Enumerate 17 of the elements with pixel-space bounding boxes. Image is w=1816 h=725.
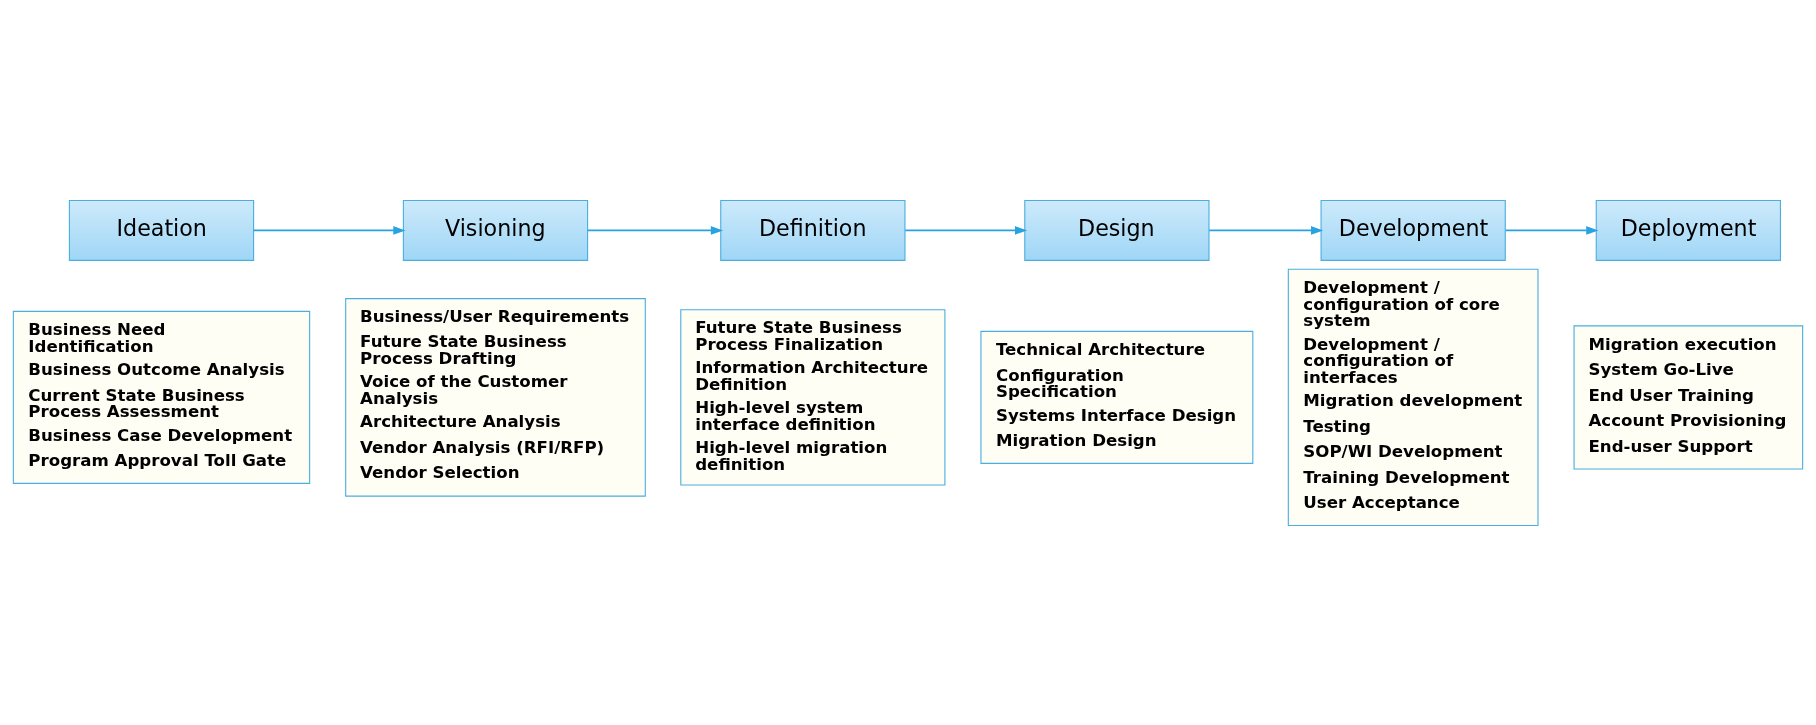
node-box: Visioning [402, 199, 589, 261]
node-box: Migration execution System Go-Live End User Training Account Provisioning End-user Support [1573, 324, 1804, 470]
node-box: Business Need Identification Business Outcome Analysis Current State Business Process Assessment Business Case Development Program Approval Toll Gate [12, 310, 311, 484]
node-box: Deployment [1595, 199, 1781, 261]
node-box: Business/User Requirements Future State Business Process Drafting Voice of the Customer Analysis Architecture Analysis Vendor Analysis (RFI/RFP) Vendor Selection [345, 297, 646, 497]
arrow [1504, 225, 1599, 235]
node-box: Future State Business Process Finalization Information Architecture Definition High-level system interface definition High-level migration definition [680, 308, 946, 486]
arrow [587, 225, 724, 235]
node-box: Development [1320, 199, 1506, 261]
arrow [1208, 225, 1324, 235]
node-box: Definition [720, 199, 906, 261]
node-box: Development / configuration of core system Development / configuration of interfaces Migration development Testing SOP/WI Development Training Development User Acceptance [1287, 268, 1539, 526]
arrow [904, 225, 1028, 235]
node-box: Design [1024, 199, 1210, 261]
node-box: Technical Architecture Configuration Specification Systems Interface Design Migration Design [980, 330, 1254, 464]
node-box: Ideation [68, 199, 255, 261]
arrow [252, 225, 406, 235]
